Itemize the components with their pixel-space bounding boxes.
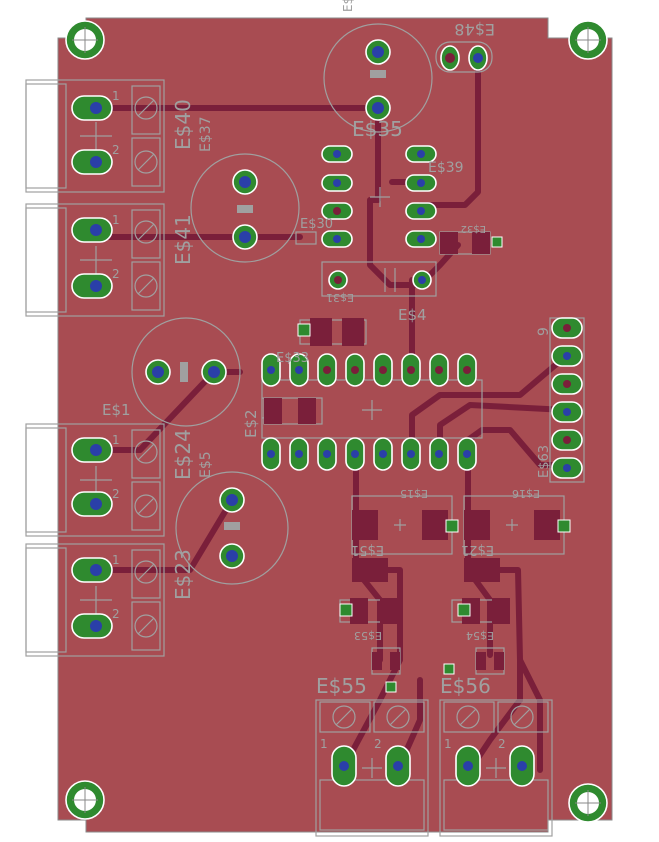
ic-pins-bottom <box>261 437 477 471</box>
label-es5: E$5 <box>198 451 214 478</box>
label-es54: E$54 <box>466 629 494 642</box>
capacitor-es1 <box>131 317 241 427</box>
header-es63 <box>549 317 585 483</box>
board-outline <box>57 17 613 833</box>
label-es63: E$63 <box>537 445 552 478</box>
label-es31: E$31 <box>326 291 354 304</box>
capacitor-es23 <box>175 471 289 585</box>
smd-es54 <box>443 647 505 675</box>
mounting-hole-bottom-right <box>568 783 608 823</box>
terminal-block-es55 <box>315 699 429 837</box>
terminal-pads-bottom <box>331 745 535 787</box>
label-es40: E$40 <box>171 99 195 150</box>
smd-es32 <box>439 231 503 255</box>
mounting-hole-top-right <box>568 20 608 60</box>
smd-es53 <box>371 647 401 693</box>
label-es16: E$16 <box>512 487 540 500</box>
pin-label-es56-2: 2 <box>498 737 506 751</box>
terminal-block-es24 <box>25 423 165 537</box>
label-es24a: E$24 <box>171 429 195 480</box>
pin-label-es40-2: 2 <box>112 143 120 157</box>
label-es21: E$21 <box>461 542 494 557</box>
diode-es15 <box>351 495 459 555</box>
terminal-pads-left <box>71 95 113 639</box>
label-es51: E$51 <box>351 542 384 557</box>
label-es30: E$30 <box>300 217 333 232</box>
pin-label-es55-2: 2 <box>374 737 382 751</box>
smd-es51 <box>339 558 398 624</box>
mounting-hole-top-left <box>65 20 105 60</box>
pin-label-es41-2: 2 <box>112 267 120 281</box>
pin-label-es56-1: 1 <box>444 737 452 751</box>
smd-es4 <box>297 318 367 346</box>
pin-label-es23-1: 1 <box>112 553 120 567</box>
ic-pins-top <box>261 353 477 387</box>
label-es53: E$53 <box>354 629 382 642</box>
capacitor-es37 <box>190 153 300 263</box>
pin-label-es40-1: 1 <box>112 89 120 103</box>
terminal-block-es23 <box>25 543 165 657</box>
capacitor-es35 <box>323 23 433 133</box>
label-es4: E$4 <box>398 306 427 324</box>
label-top-cut: E$2 <box>341 0 355 12</box>
label-es48: E$48 <box>454 20 495 39</box>
label-es32: E$32 <box>461 223 486 234</box>
smd-es2 <box>263 397 323 425</box>
label-es23: E$23 <box>171 549 195 600</box>
pin-label-es24-1: 1 <box>112 433 120 447</box>
diode-es16 <box>463 495 571 555</box>
pin-label-es55-1: 1 <box>320 737 328 751</box>
smd-es21 <box>451 558 510 624</box>
label-es33: E$33 <box>276 351 309 366</box>
mounting-hole-bottom-left <box>65 780 105 820</box>
label-es37: E$37 <box>198 116 214 152</box>
label-es35: E$35 <box>352 117 403 141</box>
pin-label-header-9: 9 <box>536 327 552 336</box>
terminal-block-es41 <box>25 203 165 317</box>
terminal-block-es40 <box>25 79 165 193</box>
label-es39: E$39 <box>428 160 464 176</box>
capacitor-es31 <box>321 261 437 297</box>
terminal-block-es56 <box>439 699 553 837</box>
label-es41: E$41 <box>171 214 195 265</box>
label-es2: E$2 <box>242 409 260 438</box>
ic-es39 <box>321 145 437 248</box>
label-es1: E$1 <box>102 401 131 419</box>
pin-label-es41-1: 1 <box>112 213 120 227</box>
smd-es30 <box>295 231 317 245</box>
label-es55: E$55 <box>316 674 367 698</box>
pin-label-es23-2: 2 <box>112 607 120 621</box>
label-es15: E$15 <box>400 487 428 500</box>
label-es56: E$56 <box>440 674 491 698</box>
pin-label-es24-2: 2 <box>112 487 120 501</box>
led-es48 <box>435 41 493 73</box>
